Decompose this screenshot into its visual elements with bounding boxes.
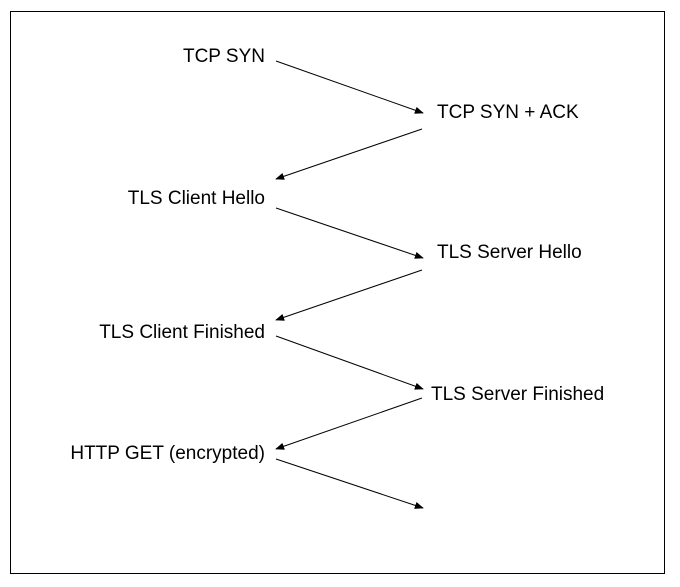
server-message-tls-server-finished: TLS Server Finished: [431, 384, 605, 405]
arrow-http-get: [275, 458, 424, 509]
client-message-http-get: HTTP GET (encrypted): [70, 443, 265, 464]
arrow-tls-client-hello: [275, 207, 424, 259]
diagram-frame: [10, 11, 665, 574]
arrow-tls-server-finished: [275, 397, 423, 450]
arrow-tls-server-hello: [275, 269, 423, 321]
client-message-tcp-syn: TCP SYN: [182, 46, 265, 67]
client-message-tls-client-finished: TLS Client Finished: [99, 322, 265, 343]
arrow-tcp-syn: [275, 60, 424, 114]
arrow-tls-client-finished: [275, 335, 424, 390]
arrow-tcp-syn-ack: [275, 128, 423, 180]
server-message-tcp-syn-ack: TCP SYN + ACK: [437, 102, 579, 123]
client-message-tls-client-hello: TLS Client Hello: [127, 188, 265, 209]
server-message-tls-server-hello: TLS Server Hello: [437, 242, 582, 263]
